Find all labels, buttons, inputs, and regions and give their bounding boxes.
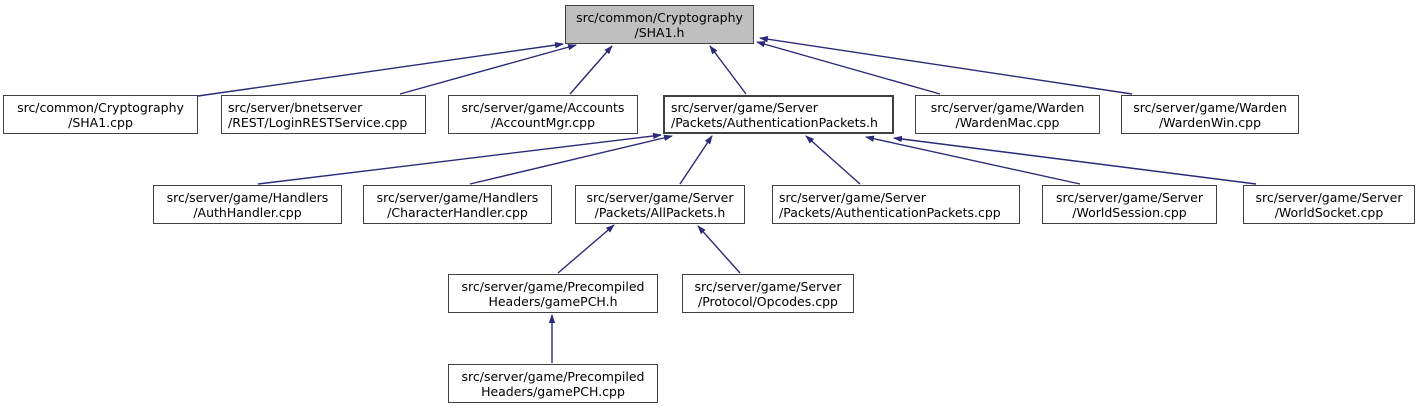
- node-label-line2: /AccountMgr.cpp: [490, 114, 596, 130]
- node-allpackets_h[interactable]: src/server/game/Server/Packets/AllPacket…: [575, 185, 745, 224]
- node-sha1_h[interactable]: src/common/Cryptography/SHA1.h: [565, 5, 754, 44]
- node-label-line2: /SHA1.h: [634, 24, 685, 40]
- node-label-line1: src/server/game/Warden: [1133, 99, 1287, 115]
- edge-loginrestservice_cpp-to-sha1_h: [399, 44, 577, 95]
- node-label-line2: /SHA1.cpp: [68, 114, 133, 130]
- node-label-line1: src/common/Cryptography: [17, 99, 184, 115]
- node-wardenwin_cpp[interactable]: src/server/game/Warden/WardenWin.cpp: [1121, 95, 1299, 134]
- node-label-line2: /AuthHandler.cpp: [193, 204, 302, 220]
- node-label-line1: src/server/bnetserver: [228, 99, 363, 115]
- edge-worldsession_cpp-to-authenticationpackets_h: [865, 135, 1081, 185]
- node-label-line2: Headers/gamePCH.cpp: [481, 383, 625, 399]
- node-wardenmac_cpp[interactable]: src/server/game/Warden/WardenMac.cpp: [915, 95, 1100, 134]
- node-label-line2: /WardenMac.cpp: [955, 114, 1060, 130]
- node-label-line1: src/server/game/Handlers: [376, 189, 539, 205]
- node-label-line1: src/server/game/Server: [671, 99, 818, 115]
- edge-allpackets_h-to-authenticationpackets_h: [679, 135, 713, 185]
- node-label-line1: src/server/game/Server: [586, 189, 734, 205]
- node-authhandler_cpp[interactable]: src/server/game/Handlers/AuthHandler.cpp: [153, 185, 342, 224]
- edge-gamepch_h-to-allpackets_h: [557, 224, 615, 274]
- node-label-line2: /Packets/AuthenticationPackets.cpp: [779, 204, 1001, 220]
- node-label-line1: src/server/game/Precompiled: [461, 278, 645, 294]
- node-accountmgr_cpp[interactable]: src/server/game/Accounts/AccountMgr.cpp: [448, 95, 638, 134]
- edge-sha1_cpp-to-sha1_h: [197, 41, 564, 97]
- edge-opcodes_cpp-to-allpackets_h: [697, 225, 741, 274]
- node-label-line1: src/server/game/Precompiled: [461, 368, 645, 384]
- node-characterhandler_cpp[interactable]: src/server/game/Handlers/CharacterHandle…: [363, 185, 552, 224]
- node-label-line2: /REST/LoginRESTService.cpp: [228, 114, 408, 130]
- node-label-line2: /WorldSession.cpp: [1072, 204, 1187, 220]
- node-authenticationpackets_cpp[interactable]: src/server/game/Server/Packets/Authentic…: [772, 185, 1020, 224]
- node-label-line1: src/server/game/Server: [1255, 189, 1403, 205]
- node-label-line1: src/server/game/Server: [779, 189, 926, 205]
- node-worldsession_cpp[interactable]: src/server/game/Server/WorldSession.cpp: [1042, 185, 1217, 224]
- edge-authenticationpackets_cpp-to-authenticationpackets_h: [805, 135, 861, 185]
- node-label-line2: /CharacterHandler.cpp: [387, 204, 528, 220]
- node-label-line2: /WorldSocket.cpp: [1274, 204, 1384, 220]
- node-sha1_cpp[interactable]: src/common/Cryptography/SHA1.cpp: [3, 95, 198, 134]
- node-label-line1: src/server/game/Server: [694, 278, 842, 294]
- edge-authhandler_cpp-to-authenticationpackets_h: [257, 132, 662, 185]
- node-label-line1: src/server/game/Warden: [930, 99, 1085, 115]
- edge-accountmgr_cpp-to-sha1_h: [569, 45, 613, 95]
- node-worldsocket_cpp[interactable]: src/server/game/Server/WorldSocket.cpp: [1243, 185, 1415, 224]
- node-authenticationpackets_h[interactable]: src/server/game/Server/Packets/Authentic…: [663, 95, 894, 134]
- node-label-line2: /Packets/AllPackets.h: [594, 204, 726, 220]
- node-label-line2: /Packets/AuthenticationPackets.h: [671, 114, 878, 130]
- node-label-line1: src/server/game/Accounts: [461, 99, 625, 115]
- node-label-line1: src/common/Cryptography: [576, 9, 743, 25]
- node-opcodes_cpp[interactable]: src/server/game/Server/Protocol/Opcodes.…: [682, 274, 854, 313]
- node-label-line2: /WardenWin.cpp: [1158, 114, 1262, 130]
- edge-worldsocket_cpp-to-authenticationpackets_h: [893, 135, 1257, 185]
- node-label-line1: src/server/game/Server: [1056, 189, 1203, 205]
- edge-wardenwin_cpp-to-sha1_h: [759, 36, 1133, 95]
- edge-wardenmac_cpp-to-sha1_h: [756, 41, 941, 95]
- node-label-line2: Headers/gamePCH.h: [488, 293, 618, 309]
- edge-authenticationpackets_h-to-sha1_h: [709, 45, 747, 95]
- node-loginrestservice_cpp[interactable]: src/server/bnetserver/REST/LoginRESTServ…: [221, 95, 426, 134]
- node-label-line2: /Protocol/Opcodes.cpp: [698, 293, 838, 309]
- edge-characterhandler_cpp-to-authenticationpackets_h: [469, 134, 673, 185]
- node-label-line1: src/server/game/Handlers: [166, 189, 329, 205]
